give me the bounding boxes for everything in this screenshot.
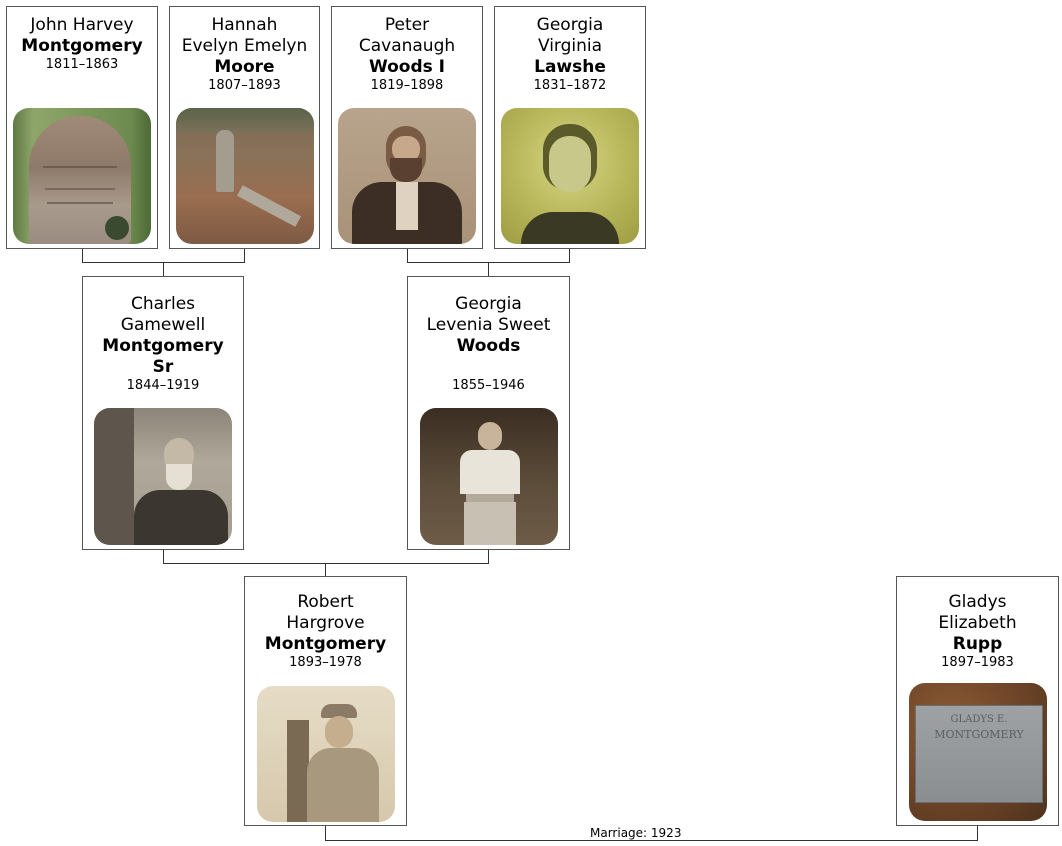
connector-line (569, 248, 570, 262)
given-name: Levenia Sweet (426, 315, 551, 335)
life-years: 1893–1978 (289, 655, 362, 670)
connector-line (325, 563, 326, 576)
grave-marker-photo: GLADYS E. MONTGOMERY (909, 683, 1047, 821)
tombstone-photo (13, 108, 151, 244)
person-card[interactable]: Robert Hargrove Montgomery 1893–1978 (244, 576, 407, 826)
surname: Sr (152, 357, 174, 377)
surname: Montgomery (264, 634, 387, 654)
grave-site-photo (176, 108, 314, 244)
connector-line (407, 248, 408, 262)
portrait-photo (94, 408, 232, 545)
given-name: Evelyn Emelyn (181, 36, 308, 56)
person-card[interactable]: Georgia Levenia Sweet Woods 1855–1946 (407, 276, 570, 550)
person-card[interactable]: Georgia Virginia Lawshe 1831–1872 (494, 6, 646, 249)
grave-marker-text: MONTGOMERY (934, 728, 1024, 741)
surname: Rupp (952, 634, 1003, 654)
surname: Woods (456, 336, 521, 356)
portrait-photo (338, 108, 476, 244)
given-name: Cavanaugh (358, 36, 456, 56)
given-name: John Harvey (30, 15, 134, 35)
marriage-line (325, 825, 326, 840)
life-years: 1807–1893 (208, 78, 281, 93)
given-name: Georgia (455, 294, 522, 314)
given-name: Hargrove (286, 613, 365, 633)
life-years: 1819–1898 (370, 78, 444, 93)
given-name: Virginia (537, 36, 603, 56)
life-years: 1831–1872 (533, 78, 607, 93)
portrait-photo (420, 408, 558, 545)
life-years: 1897–1983 (941, 655, 1014, 670)
connector-line (163, 549, 164, 563)
given-name: Gladys (948, 592, 1007, 612)
grave-marker-text: GLADYS E. (950, 714, 1008, 725)
given-name: Robert (297, 592, 354, 612)
life-years: 1855–1946 (452, 378, 525, 393)
connector-line (163, 262, 164, 276)
surname: Montgomery (21, 36, 143, 56)
given-name: Elizabeth (938, 613, 1017, 633)
connector-line (488, 549, 489, 563)
portrait-photo (257, 686, 395, 822)
portrait-photo (501, 108, 639, 244)
surname: Woods I (368, 57, 446, 77)
person-card[interactable]: Hannah Evelyn Emelyn Moore 1807–1893 (169, 6, 320, 249)
given-name: Gamewell (120, 315, 206, 335)
connector-line (82, 248, 83, 262)
surname: Moore (214, 57, 275, 77)
life-years: 1844–1919 (126, 378, 200, 393)
given-name: Peter (384, 15, 430, 35)
life-years: 1811–1863 (45, 57, 119, 72)
marriage-label: Marriage: 1923 (588, 826, 684, 840)
surname: Montgomery (102, 336, 224, 356)
given-name: Georgia (536, 15, 604, 35)
person-card[interactable]: Peter Cavanaugh Woods I 1819–1898 (331, 6, 483, 249)
given-name: Charles (130, 294, 196, 314)
surname: Lawshe (534, 57, 606, 77)
connector-line (244, 248, 245, 262)
marriage-line (977, 825, 978, 840)
connector-line (163, 563, 489, 564)
connector-line (488, 262, 489, 276)
marriage-line (325, 840, 978, 841)
person-card[interactable]: Charles Gamewell Montgomery Sr 1844–1919 (82, 276, 244, 550)
given-name: Hannah (211, 15, 278, 35)
person-card[interactable]: John Harvey Montgomery 1811–1863 (6, 6, 158, 249)
person-card[interactable]: Gladys Elizabeth Rupp 1897–1983 GLADYS E… (896, 576, 1059, 826)
